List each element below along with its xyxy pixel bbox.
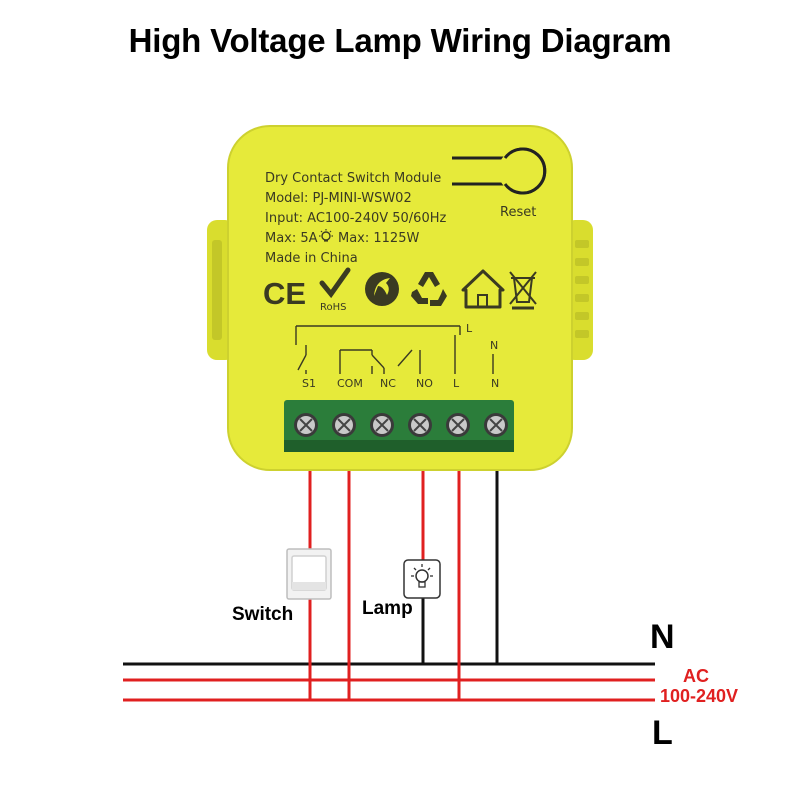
terminal-label-com: COM — [337, 377, 363, 390]
page-title: High Voltage Lamp Wiring Diagram — [128, 22, 672, 59]
terminal-screw-n — [484, 413, 508, 437]
bulb-icon — [319, 229, 333, 242]
house-icon — [461, 269, 505, 309]
switch-label: Switch — [232, 604, 293, 625]
lamp-icon — [403, 559, 441, 599]
reset-label: Reset — [500, 205, 536, 220]
crossed-bin-icon — [509, 271, 537, 310]
wall-switch-icon — [286, 548, 332, 600]
module: Reset Dry Contact Switch Module Model: P… — [207, 125, 593, 471]
module-input: Input: AC100-240V 50/60Hz — [265, 211, 446, 226]
module-name: Dry Contact Switch Module — [265, 171, 441, 186]
schematic-n-label: N — [490, 339, 498, 352]
terminal-screws — [294, 413, 508, 437]
module-body — [227, 125, 573, 471]
terminal-screw-no — [408, 413, 432, 437]
module-model: Model: PJ-MINI-WSW02 — [265, 191, 412, 206]
schematic-l-label: L — [466, 322, 473, 335]
voltage-label: 100-240V — [660, 686, 738, 706]
rohs-check-icon: RoHS — [319, 267, 351, 313]
ce-mark: CE — [263, 276, 306, 311]
recycle-icon — [411, 272, 447, 306]
terminal-label-l: L — [453, 377, 460, 390]
terminal-screw-l — [446, 413, 470, 437]
rohs-label: RoHS — [320, 302, 346, 313]
terminal-label-nc: NC — [380, 377, 396, 390]
terminal-label-s1: S1 — [302, 377, 316, 390]
module-origin: Made in China — [265, 251, 358, 266]
reset-button-inner — [498, 149, 542, 193]
terminal-block — [284, 400, 514, 450]
internal-schematic — [295, 325, 494, 374]
terminal-screw-s1 — [294, 413, 318, 437]
green-dot-icon — [365, 272, 399, 306]
terminal-label-no: NO — [416, 377, 433, 390]
ac-label: AC — [683, 666, 709, 686]
module-max-current: Max: 5A — [265, 231, 318, 246]
terminal-label-n: N — [491, 377, 499, 390]
terminal-screw-nc — [370, 413, 394, 437]
terminal-screw-com — [332, 413, 356, 437]
lamp-label: Lamp — [362, 598, 413, 619]
live-label: L — [652, 714, 673, 752]
module-max-power: Max: 1125W — [338, 231, 419, 246]
neutral-label: N — [650, 618, 675, 656]
terminal-labels: S1 COM NC NO L N — [302, 377, 499, 390]
